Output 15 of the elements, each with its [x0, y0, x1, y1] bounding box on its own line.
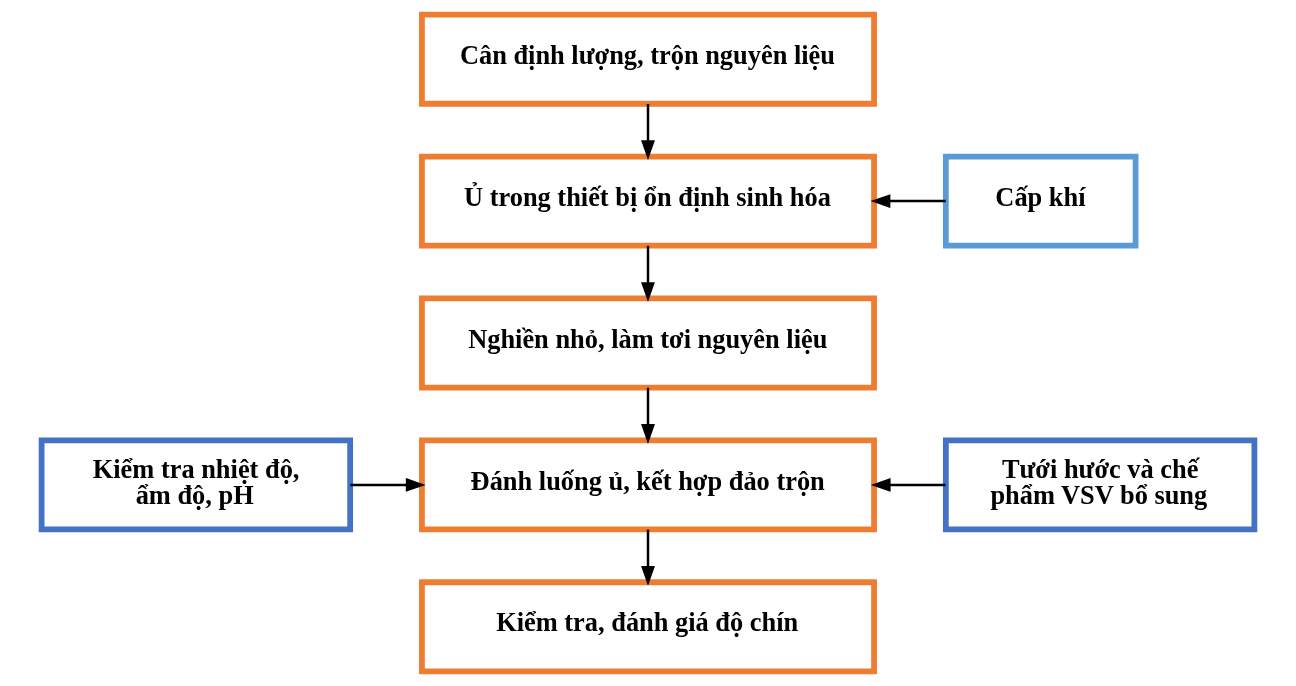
node-box: Kiểm tra, đánh giá độ chín [419, 579, 877, 675]
node-box: Nghiền nhỏ, làm tơi nguyên liệu [419, 295, 877, 391]
node-box: Cân định lượng, trộn nguyên liệu [419, 11, 877, 107]
arrow [641, 529, 655, 586]
node-box: Kiểm tra nhiệt độ, ẩm độ, pH [38, 437, 354, 533]
node-box: Đánh luống ủ, kết hợp đảo trộn [419, 437, 877, 533]
node-box: Tưới hước và chế phẩm VSV bổ sung [942, 437, 1258, 533]
node-box: Cấp khí [942, 153, 1139, 249]
arrow [870, 477, 946, 492]
arrow [870, 194, 946, 209]
arrow [641, 103, 655, 161]
arrow [641, 245, 655, 303]
arrow [350, 477, 426, 492]
node-box: Ủ trong thiết bị ổn định sinh hóa [419, 153, 877, 249]
arrow [641, 387, 655, 444]
